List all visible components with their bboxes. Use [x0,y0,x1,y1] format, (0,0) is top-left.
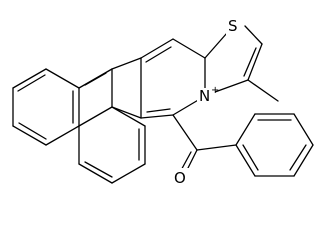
phenyl-ring [235,113,314,177]
five-membered-ring [111,57,142,119]
naphthalene-upper-ring [78,68,113,108]
sulfur-atom-label: S [228,17,238,35]
naphthalene-left-ring [12,68,80,146]
thiazole-ring [204,25,279,102]
chemical-structure: S N + O [12,16,314,188]
nitrogen-atom-label: N [199,87,210,105]
oxygen-atom-label: O [174,169,186,187]
nitrogen-positive-charge: + [211,85,219,96]
naphthalene-bottom-ring [78,106,146,184]
pyridinium-ring [140,38,206,119]
benzoyl-group [172,114,237,175]
